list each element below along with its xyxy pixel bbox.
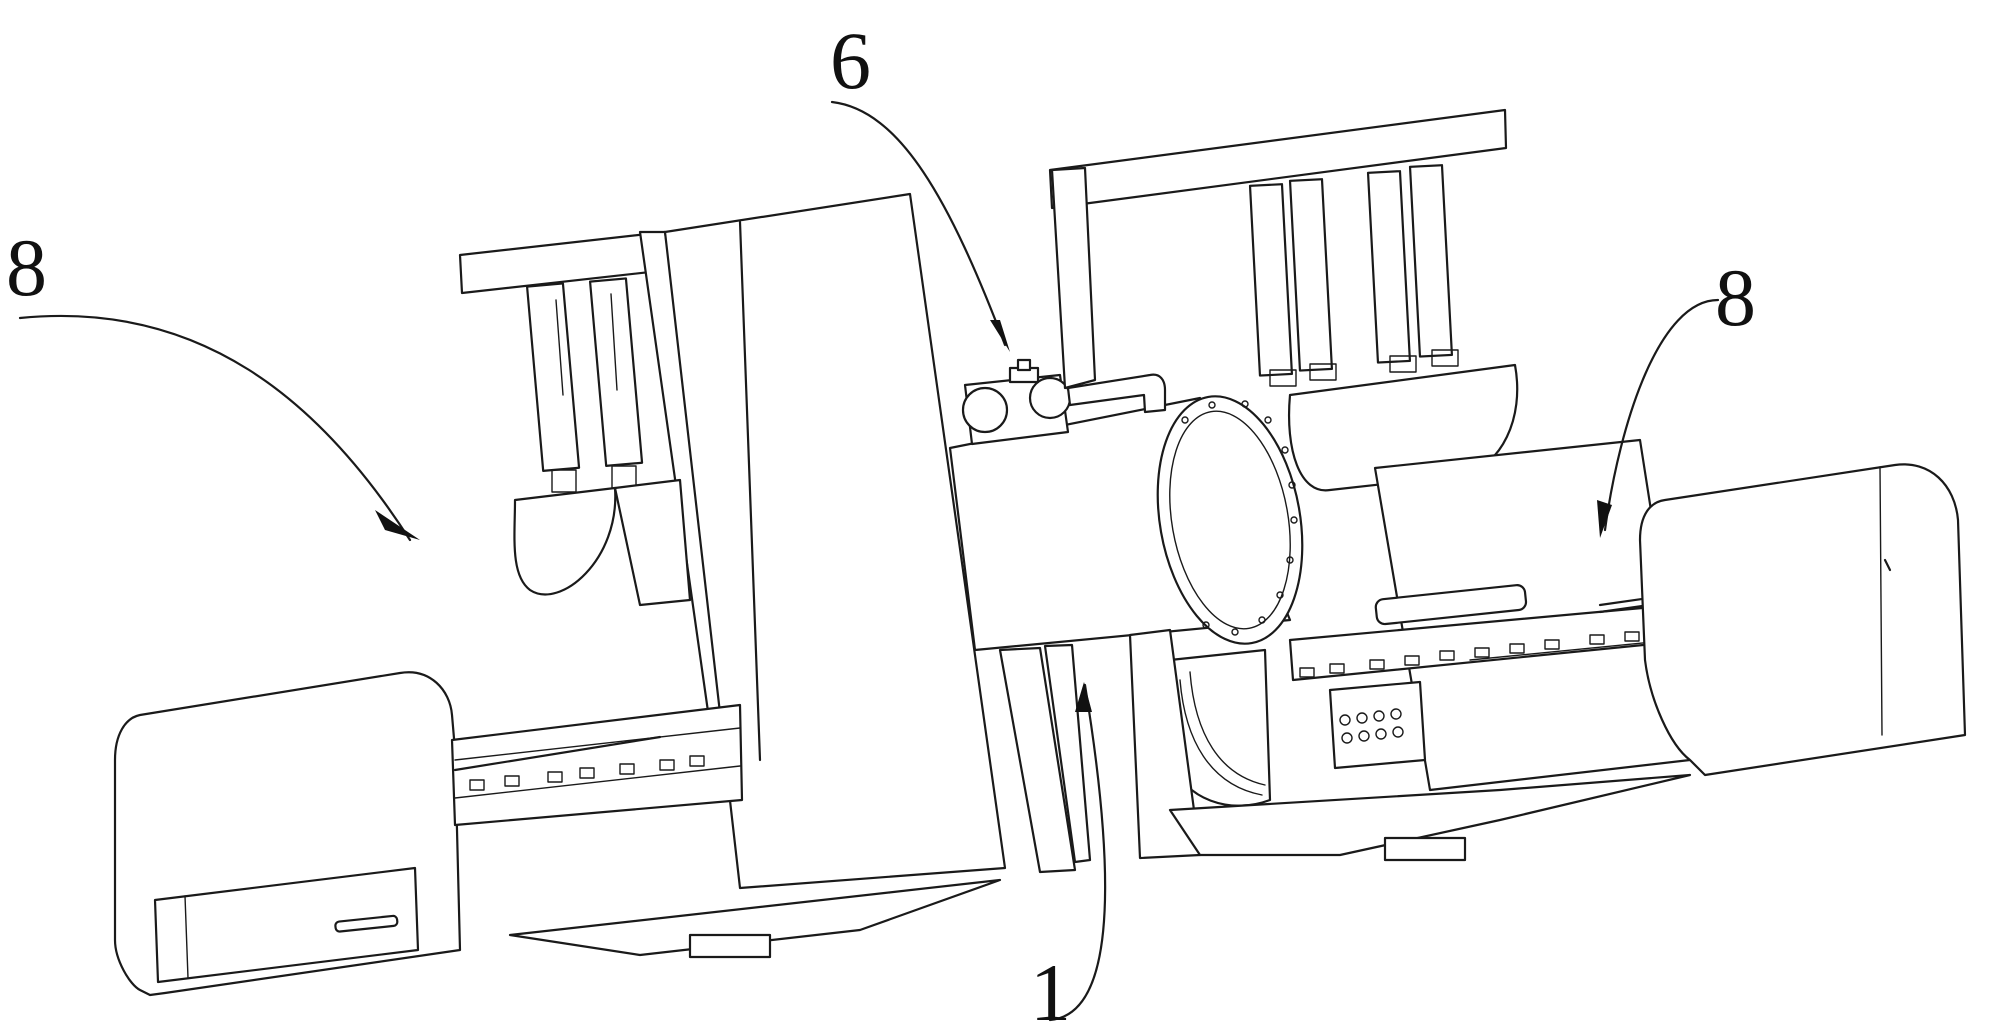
pipe-flange xyxy=(1156,395,1304,645)
central-pipe xyxy=(948,358,1304,652)
label-8-left: 8 xyxy=(6,222,47,313)
label-1: 1 xyxy=(1030,947,1071,1031)
left-unit xyxy=(113,192,1007,997)
center-column xyxy=(998,643,1092,874)
right-top-plate xyxy=(1048,108,1508,210)
left-skirt xyxy=(508,878,1002,957)
right-unit xyxy=(1048,108,1967,862)
leader-lines xyxy=(18,100,1720,1022)
left-housing xyxy=(663,192,1007,890)
right-cylinders xyxy=(1248,164,1459,387)
right-end-cabinet xyxy=(1638,463,1967,777)
label-6: 6 xyxy=(830,15,871,106)
left-drawer xyxy=(153,866,420,984)
left-cylinders xyxy=(525,277,644,493)
label-8-right: 8 xyxy=(1715,252,1756,343)
perforated-plate xyxy=(1328,680,1427,770)
valve-assembly xyxy=(961,358,1167,446)
left-clamp-shoe xyxy=(513,486,617,596)
